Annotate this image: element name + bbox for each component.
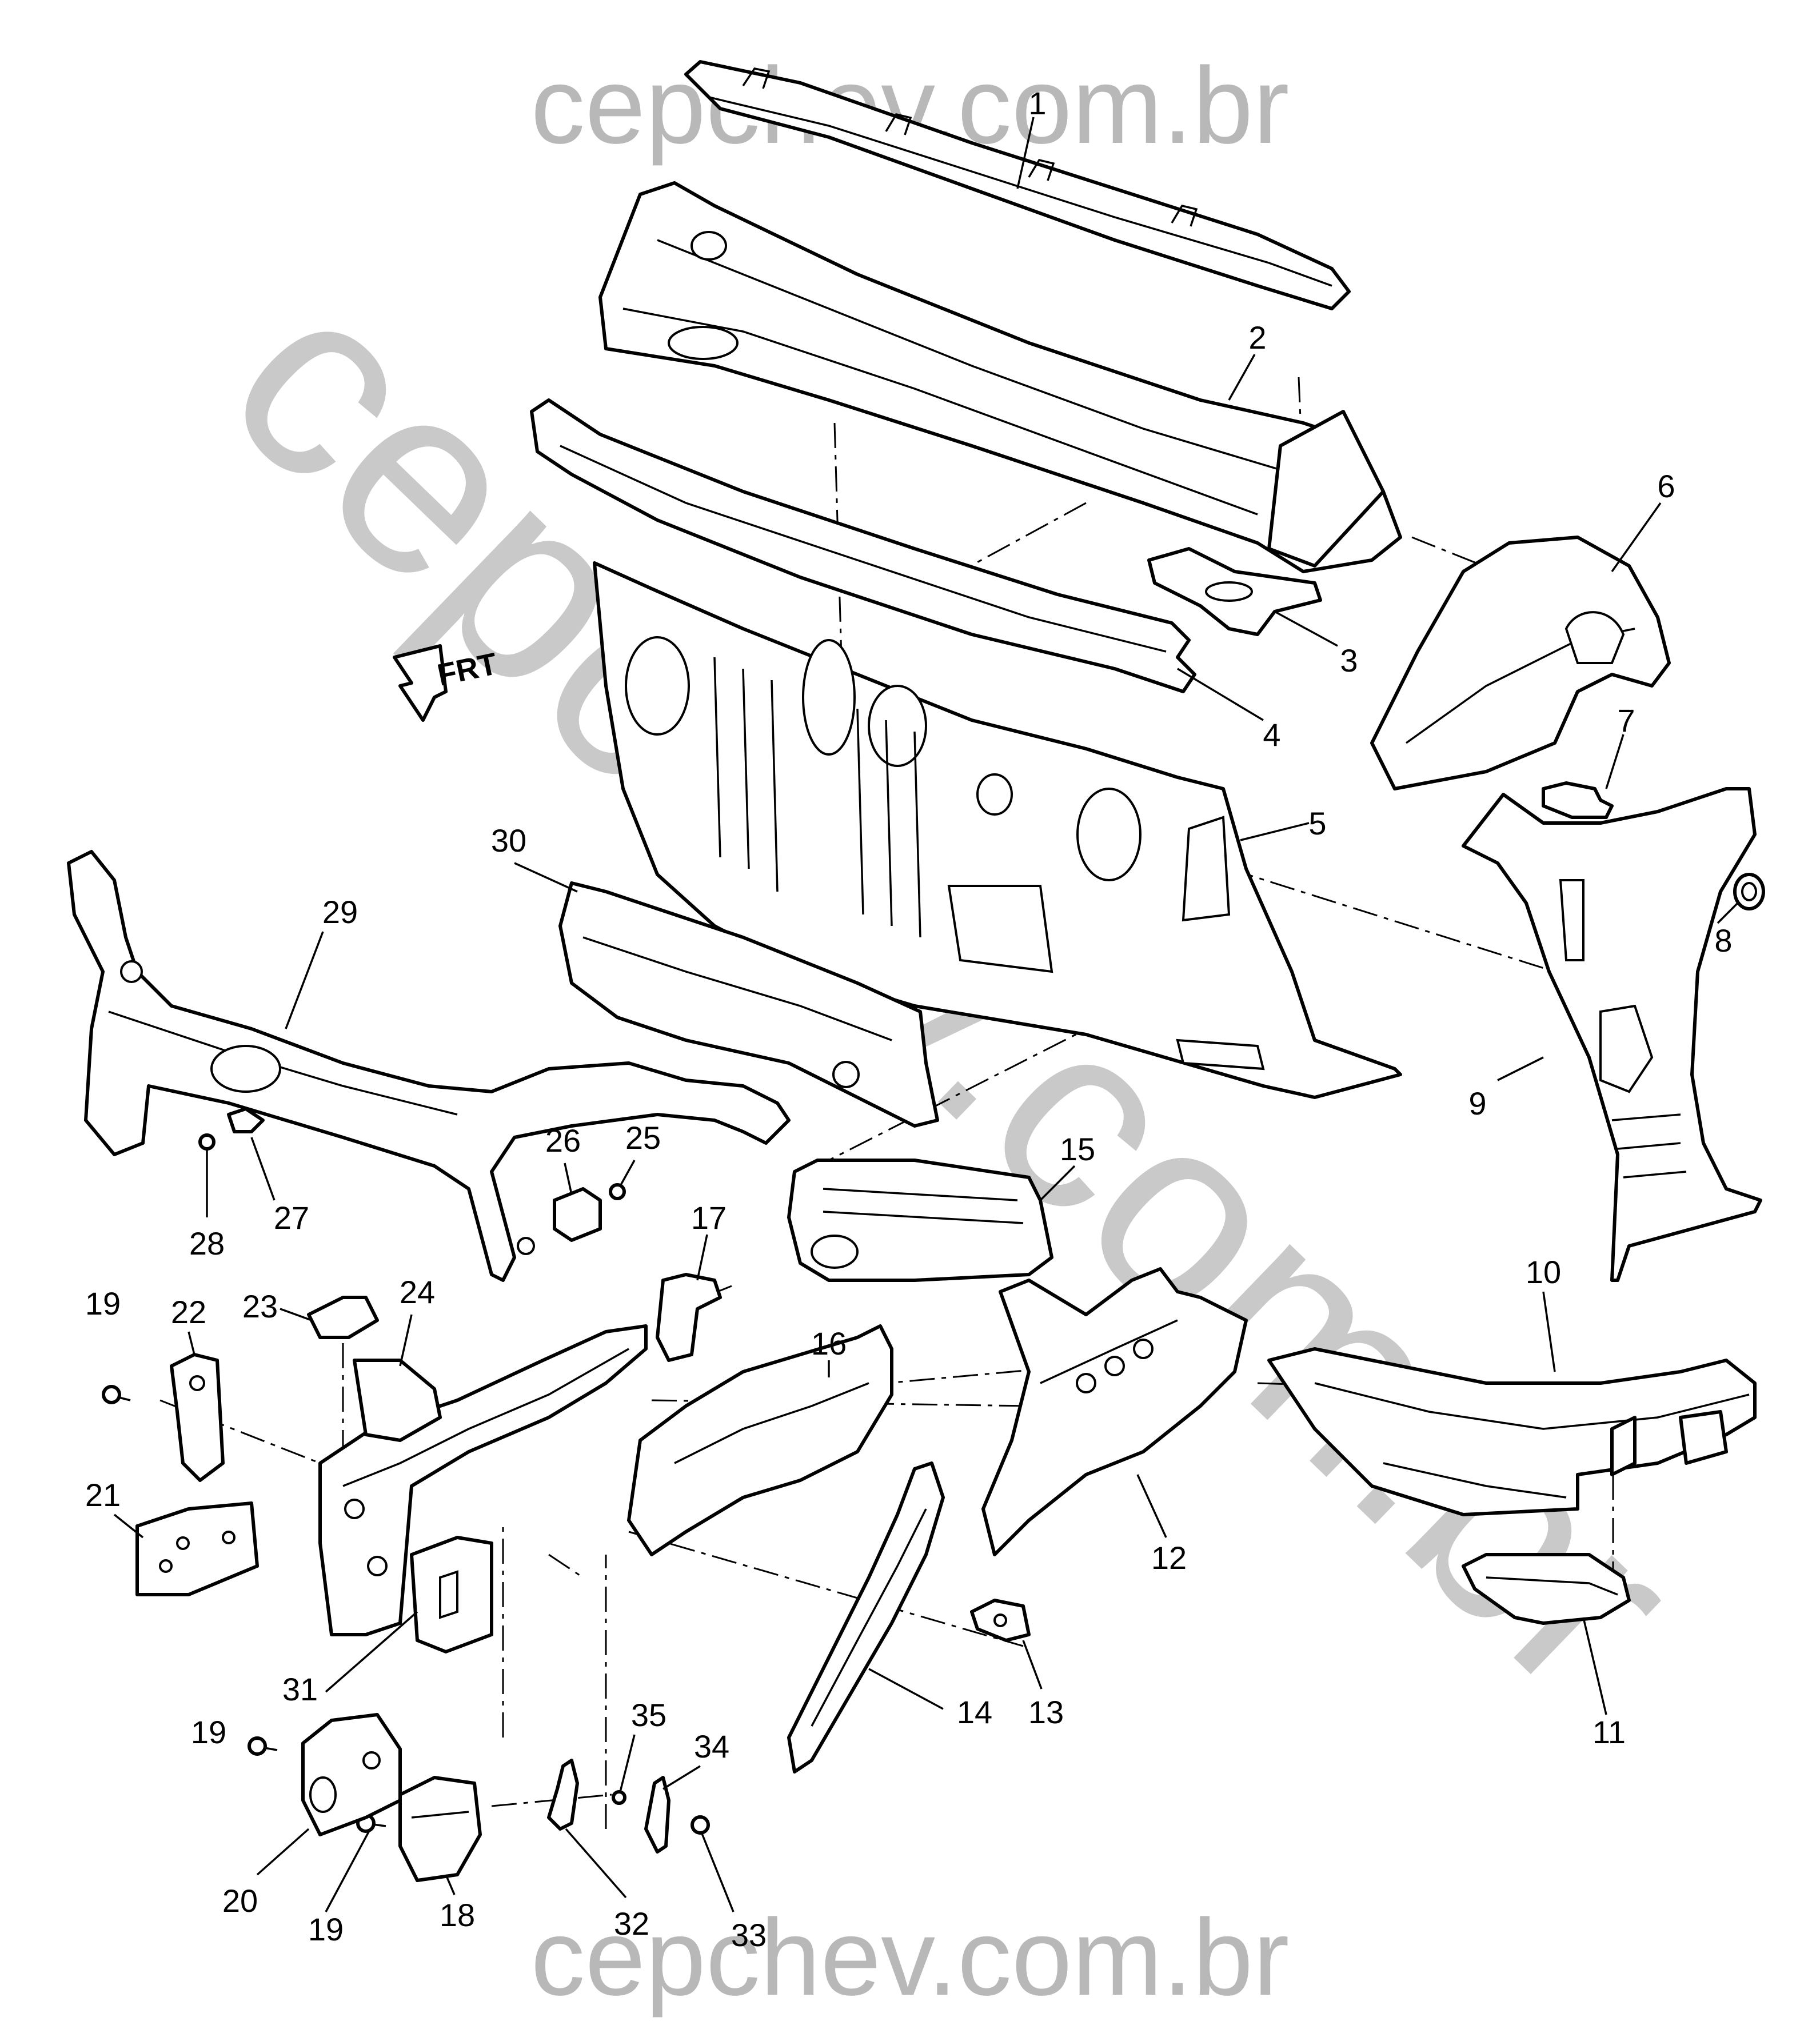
- part-21-plate: [135, 1501, 259, 1596]
- callout-26: 26: [545, 1123, 581, 1159]
- part-18-mount: [398, 1776, 482, 1882]
- callout-21: 21: [85, 1477, 121, 1513]
- callout-2: 2: [1248, 319, 1266, 356]
- part-26-insulator: [553, 1187, 602, 1242]
- callout-19-top: 19: [85, 1285, 121, 1321]
- callout-23: 23: [242, 1288, 278, 1324]
- callout-labels: 1 2 3 4 5 6 7 8 9 10 11 12 13 14 15 16 1…: [85, 85, 1733, 1953]
- callout-11: 11: [1592, 1714, 1626, 1750]
- bolt-19b: [248, 1736, 278, 1756]
- callout-3: 3: [1340, 642, 1358, 678]
- callout-32: 32: [614, 1906, 649, 1942]
- part-28-bolt: [198, 1133, 215, 1151]
- part-16-left-apron: [627, 1324, 893, 1556]
- callout-5: 5: [1308, 805, 1326, 841]
- callout-18: 18: [440, 1897, 475, 1933]
- callout-20: 20: [222, 1883, 258, 1919]
- part-8-grommet: [1733, 873, 1765, 910]
- bolt-19a: [102, 1385, 131, 1404]
- part-30-reinforcement: [558, 881, 939, 1128]
- front-arrow-icon: [393, 644, 448, 722]
- callout-24: 24: [400, 1274, 435, 1310]
- callout-1: 1: [1028, 85, 1046, 121]
- callout-34: 34: [694, 1728, 729, 1764]
- callout-35: 35: [631, 1697, 666, 1733]
- callout-12: 12: [1151, 1540, 1187, 1576]
- part-34-bracket: [644, 1776, 670, 1854]
- callout-9: 9: [1468, 1085, 1486, 1121]
- callout-19-low: 19: [308, 1911, 344, 1947]
- part-15-panel: [787, 1159, 1053, 1282]
- callout-4: 4: [1263, 717, 1280, 753]
- callout-15: 15: [1060, 1131, 1095, 1167]
- callout-13: 13: [1028, 1694, 1064, 1730]
- part-29-radiator-support: [67, 850, 791, 1282]
- callout-6: 6: [1657, 468, 1675, 504]
- part-17-bracket: [656, 1273, 722, 1362]
- callout-14: 14: [957, 1694, 992, 1730]
- part-35-nut: [612, 1790, 626, 1805]
- part-33-bolt: [691, 1815, 710, 1835]
- part-31-plate: [410, 1536, 493, 1653]
- callout-29: 29: [322, 894, 358, 930]
- callout-17: 17: [691, 1200, 727, 1236]
- part-4-lower-cowl-panel: [530, 398, 1196, 693]
- part-2-cowl-plenum: [598, 181, 1402, 573]
- part-9-hinge-pillar: [1462, 787, 1762, 1282]
- callout-30: 30: [491, 822, 526, 858]
- part-6-reinforcement: [1370, 536, 1671, 790]
- part-14-upper-rail: [787, 1461, 945, 1774]
- callout-31: 31: [282, 1671, 318, 1707]
- part-11-bracket: [1462, 1553, 1631, 1625]
- part-22-bracket: [170, 1353, 225, 1482]
- callout-10: 10: [1526, 1254, 1561, 1290]
- callout-25: 25: [625, 1120, 661, 1156]
- part-32-bracket: [547, 1759, 579, 1831]
- callout-28: 28: [189, 1225, 225, 1261]
- part-20-mount-bracket: [301, 1713, 402, 1836]
- callout-8: 8: [1714, 922, 1732, 958]
- part-24-left-rail-assembly: [318, 1324, 648, 1636]
- part-27-bracket: [227, 1107, 265, 1133]
- callout-22: 22: [171, 1294, 206, 1330]
- watermark-bottom: cepchev.com.br: [530, 1897, 1289, 2018]
- leader-lines: [113, 117, 1739, 1912]
- part-25-nut: [609, 1183, 626, 1200]
- part-12-apron: [981, 1267, 1248, 1556]
- part-7-bracket: [1542, 781, 1614, 819]
- part-10-frame-rail: [1267, 1347, 1757, 1516]
- callout-19-mid: 19: [191, 1714, 226, 1750]
- callout-7: 7: [1617, 702, 1635, 738]
- callout-27: 27: [274, 1200, 309, 1236]
- part-13-bracket: [970, 1599, 1031, 1642]
- callout-33: 33: [731, 1917, 767, 1953]
- callout-16: 16: [811, 1325, 847, 1361]
- part-23-bracket: [307, 1296, 379, 1339]
